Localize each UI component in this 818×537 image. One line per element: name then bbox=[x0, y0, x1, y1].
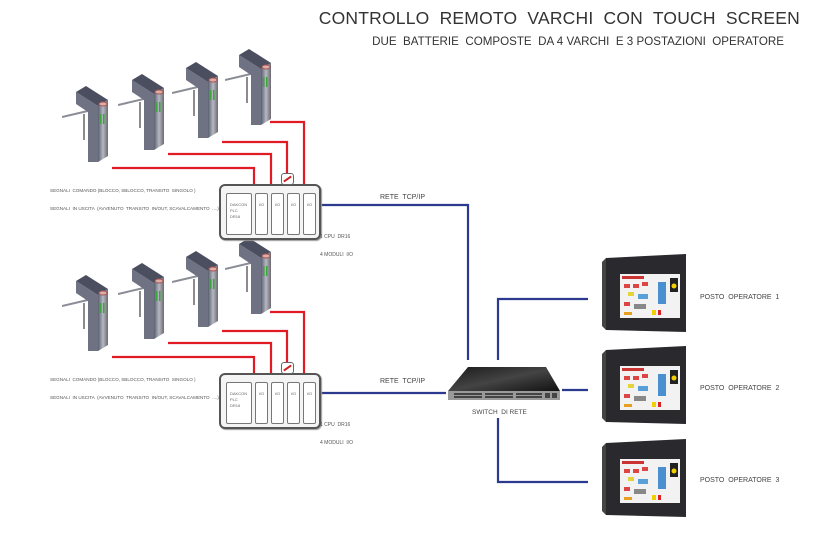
operator-label-3: POSTO OPERATORE 3 bbox=[700, 477, 780, 484]
signals-description-1: SEGNALI COMANDO (BLOCCO, SBLOCCO, TRANSI… bbox=[50, 176, 219, 218]
touch-screen-panel-icon bbox=[602, 346, 686, 424]
fuse-icon bbox=[281, 362, 294, 374]
plc-cpu-module: DAKCON PLC DR16 bbox=[226, 193, 252, 235]
diagram-title: CONTROLLO REMOTO VARCHI CON TOUCH SCREEN bbox=[318, 8, 800, 28]
cpu-model: DR16 bbox=[230, 403, 241, 408]
network-label-1: RETE TCP/IP bbox=[380, 194, 425, 201]
io-module: I/O bbox=[287, 382, 300, 424]
touch-screen-panel-icon bbox=[602, 254, 686, 332]
signal-wire bbox=[270, 120, 306, 186]
network-wire-hmi1 bbox=[496, 297, 588, 360]
cpu-type: PLC bbox=[230, 208, 238, 213]
plc-caption-cpu: 1 CPU DR16 bbox=[320, 234, 351, 240]
io-module: I/O bbox=[287, 193, 300, 235]
signals-command-text: SEGNALI COMANDO (BLOCCO, SBLOCCO, TRANSI… bbox=[50, 377, 196, 382]
network-wires bbox=[318, 203, 588, 484]
signal-wire bbox=[168, 341, 273, 375]
switch-label: SWITCH DI RETE bbox=[472, 409, 527, 416]
io-module: I/O bbox=[271, 193, 284, 235]
io-module: I/O bbox=[271, 382, 284, 424]
io-module: I/O bbox=[255, 193, 268, 235]
io-module: I/O bbox=[303, 193, 316, 235]
plc-caption-cpu: 1 CPU DR16 bbox=[320, 422, 351, 428]
turnstile-icon bbox=[172, 251, 218, 327]
plc-caption-1: 1 CPU DR16 4 MODULI I/O bbox=[320, 222, 353, 264]
operator-label-1: POSTO OPERATORE 1 bbox=[700, 294, 780, 301]
touch-screen-panel-icon bbox=[602, 439, 686, 517]
io-module: I/O bbox=[303, 382, 316, 424]
signals-output-text: SEGNALI IN USCITA (AVVENUTO TRANSITO IN/… bbox=[50, 395, 219, 400]
plc-controller-2: DAKCON PLC DR16 I/O I/O I/O I/O bbox=[219, 373, 321, 429]
turnstile-icon bbox=[118, 74, 164, 150]
signals-command-text: SEGNALI COMANDO (BLOCCO, SBLOCCO, TRANSI… bbox=[50, 188, 196, 193]
signal-wires-group-2 bbox=[112, 310, 306, 375]
signal-wire bbox=[222, 329, 289, 367]
network-wire-plc1 bbox=[318, 203, 470, 360]
turnstile-icon bbox=[225, 238, 271, 314]
signal-wires-group-1 bbox=[112, 120, 306, 186]
cpu-brand: DAKCON bbox=[230, 391, 248, 396]
operator-label-2: POSTO OPERATORE 2 bbox=[700, 385, 780, 392]
plc-controller-1: DAKCON PLC DR16 I/O I/O I/O I/O bbox=[219, 184, 321, 240]
turnstile-icon bbox=[172, 62, 218, 138]
signal-wire bbox=[112, 355, 256, 375]
plc-caption-modules: 4 MODULI I/O bbox=[320, 440, 354, 446]
signals-description-2: SEGNALI COMANDO (BLOCCO, SBLOCCO, TRANSI… bbox=[50, 365, 219, 407]
cpu-type: PLC bbox=[230, 397, 238, 402]
cpu-model: DR16 bbox=[230, 214, 241, 219]
network-label-2: RETE TCP/IP bbox=[380, 378, 425, 385]
cpu-brand: DAKCON bbox=[230, 202, 248, 207]
signal-wire bbox=[168, 152, 273, 186]
fuse-icon bbox=[281, 173, 294, 185]
turnstile-icon bbox=[225, 49, 271, 125]
turnstile-icon bbox=[62, 86, 108, 162]
turnstile-icon bbox=[118, 263, 164, 339]
turnstile-icon bbox=[62, 275, 108, 351]
signal-wire bbox=[270, 310, 306, 375]
plc-caption-modules: 4 MODULI I/O bbox=[320, 252, 354, 258]
plc-caption-2: 1 CPU DR16 4 MODULI I/O bbox=[320, 410, 353, 452]
network-switch-icon bbox=[448, 367, 560, 400]
io-module: I/O bbox=[255, 382, 268, 424]
plc-cpu-module: DAKCON PLC DR16 bbox=[226, 382, 252, 424]
signal-wire bbox=[112, 166, 256, 186]
network-wire-hmi3 bbox=[496, 418, 588, 484]
signal-wire bbox=[222, 140, 289, 178]
signals-output-text: SEGNALI IN USCITA (AVVENUTO TRANSITO IN/… bbox=[50, 206, 219, 211]
diagram-subtitle: DUE BATTERIE COMPOSTE DA 4 VARCHI E 3 PO… bbox=[372, 35, 784, 48]
